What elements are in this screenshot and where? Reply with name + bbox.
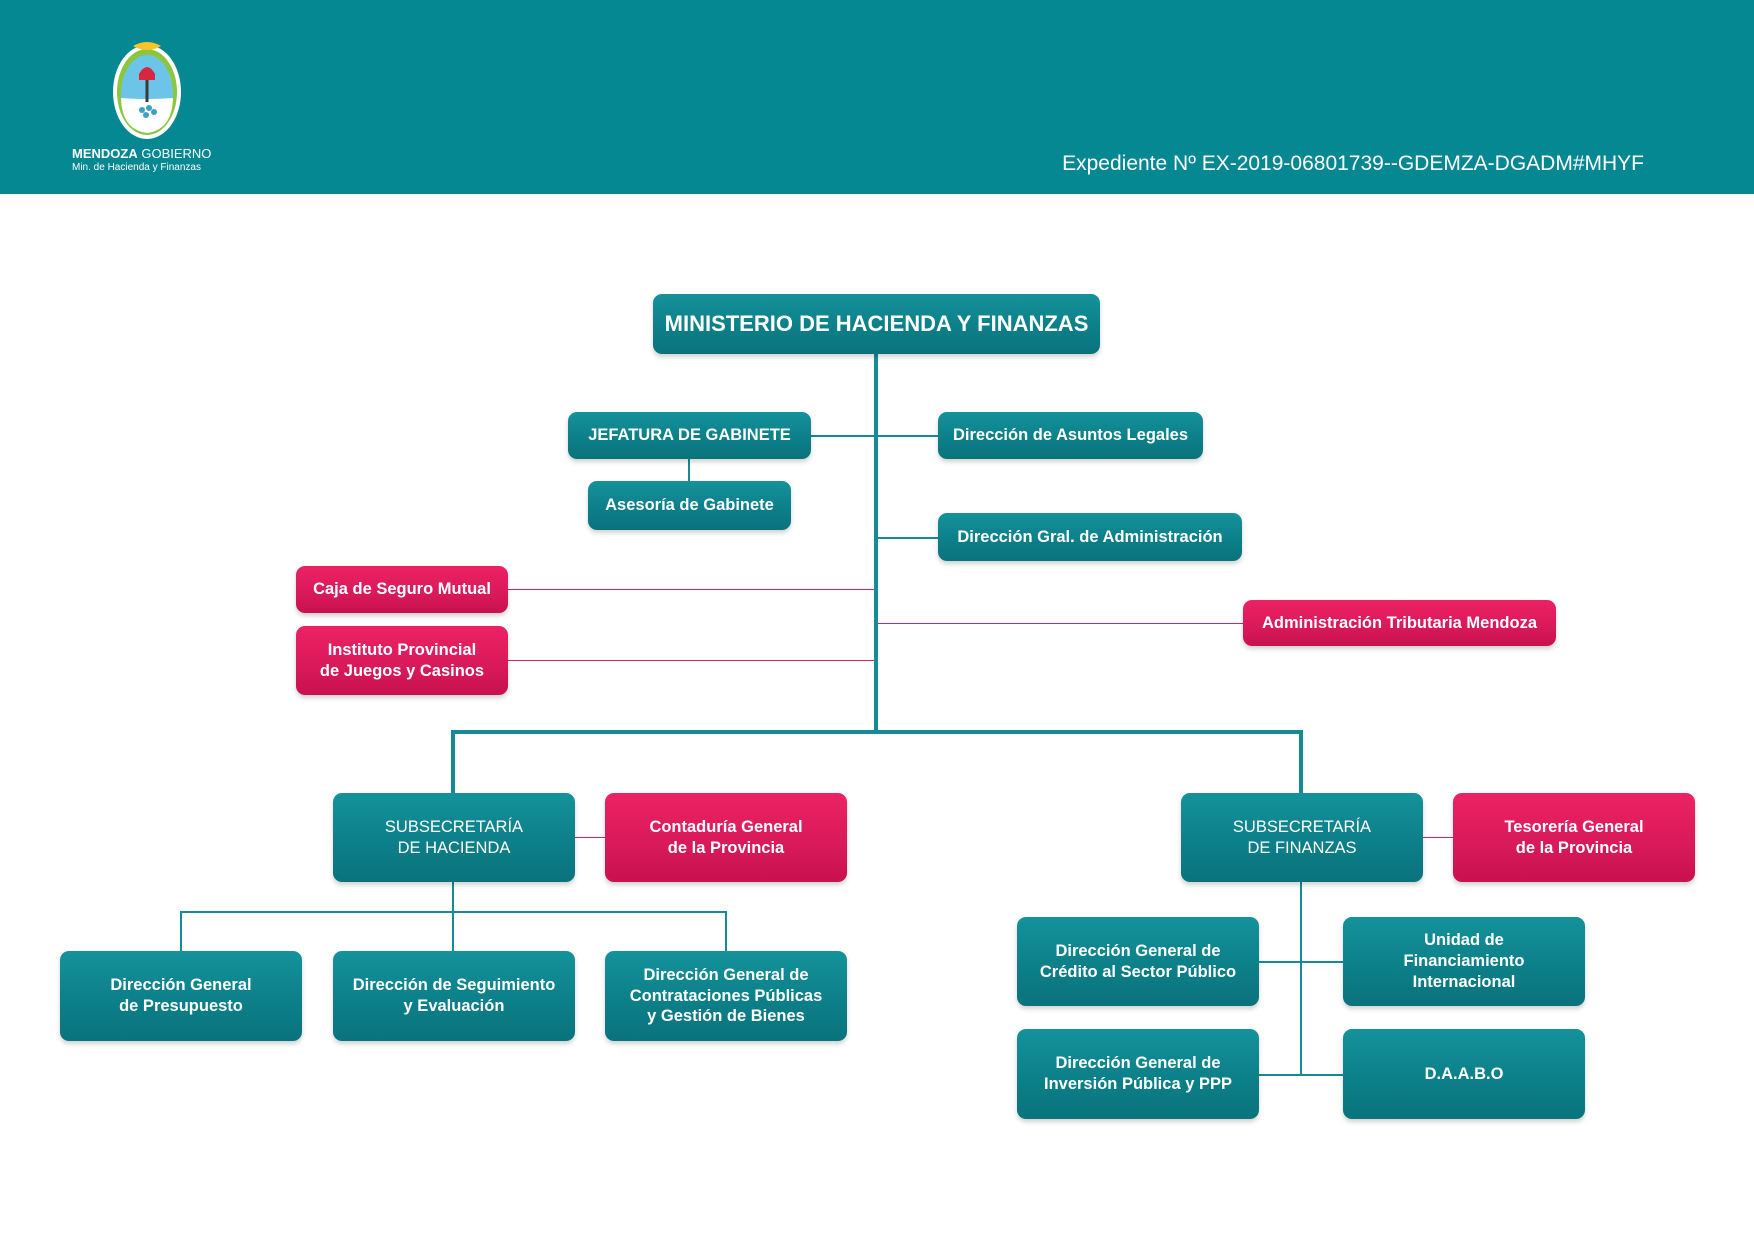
connector-credito-unidad: [1259, 961, 1343, 963]
box-caja-seguro-mutual[interactable]: Caja de Seguro Mutual: [296, 566, 508, 613]
box-daabo[interactable]: D.A.A.B.O: [1343, 1029, 1585, 1119]
brand-ministry: Min. de Hacienda y Finanzas: [72, 162, 201, 173]
connector-gral-administracion: [878, 537, 938, 539]
header-banner: MENDOZA GOBIERNO Min. de Hacienda y Fina…: [0, 0, 1754, 194]
box-jefatura-gabinete[interactable]: JEFATURA DE GABINETE: [568, 412, 811, 459]
connector-sub-finanzas: [1299, 730, 1303, 793]
connector-jefatura: [810, 435, 874, 437]
connector-atm: [878, 623, 1243, 624]
connector-contrataciones: [725, 911, 727, 951]
connector-inversion-daabo: [1259, 1074, 1343, 1076]
connector-sub-hacienda: [451, 730, 455, 793]
connector-hacienda-down: [452, 882, 454, 951]
expediente-number: Expediente Nº EX-2019-06801739--GDEMZA-D…: [1062, 152, 1644, 175]
connector-asesoria: [688, 459, 690, 481]
connector-instituto-juegos: [508, 660, 874, 661]
box-asuntos-legales[interactable]: Dirección de Asuntos Legales: [938, 412, 1203, 459]
brand-name: MENDOZA GOBIERNO: [72, 146, 212, 161]
connector-asuntos-legales: [878, 435, 938, 437]
connector-horizontal-subsecretarias: [451, 730, 1303, 734]
connector-contaduria: [575, 837, 605, 838]
box-asesoria-gabinete[interactable]: Asesoría de Gabinete: [588, 481, 791, 530]
connector-finanzas-down: [1300, 882, 1302, 1076]
connector-main-vertical: [874, 352, 878, 733]
box-atm[interactable]: Administración Tributaria Mendoza: [1243, 600, 1556, 646]
connector-caja-seguro: [508, 589, 874, 590]
box-ministerio[interactable]: MINISTERIO DE HACIENDA Y FINANZAS: [653, 294, 1100, 354]
connector-hacienda-horizontal: [180, 911, 727, 913]
box-gral-administracion[interactable]: Dirección Gral. de Administración: [938, 513, 1242, 561]
mendoza-logo: MENDOZA GOBIERNO Min. de Hacienda y Fina…: [70, 40, 220, 180]
connector-tesoreria: [1423, 837, 1453, 838]
connector-presupuesto: [180, 911, 182, 951]
coat-of-arms-icon: [113, 42, 181, 139]
